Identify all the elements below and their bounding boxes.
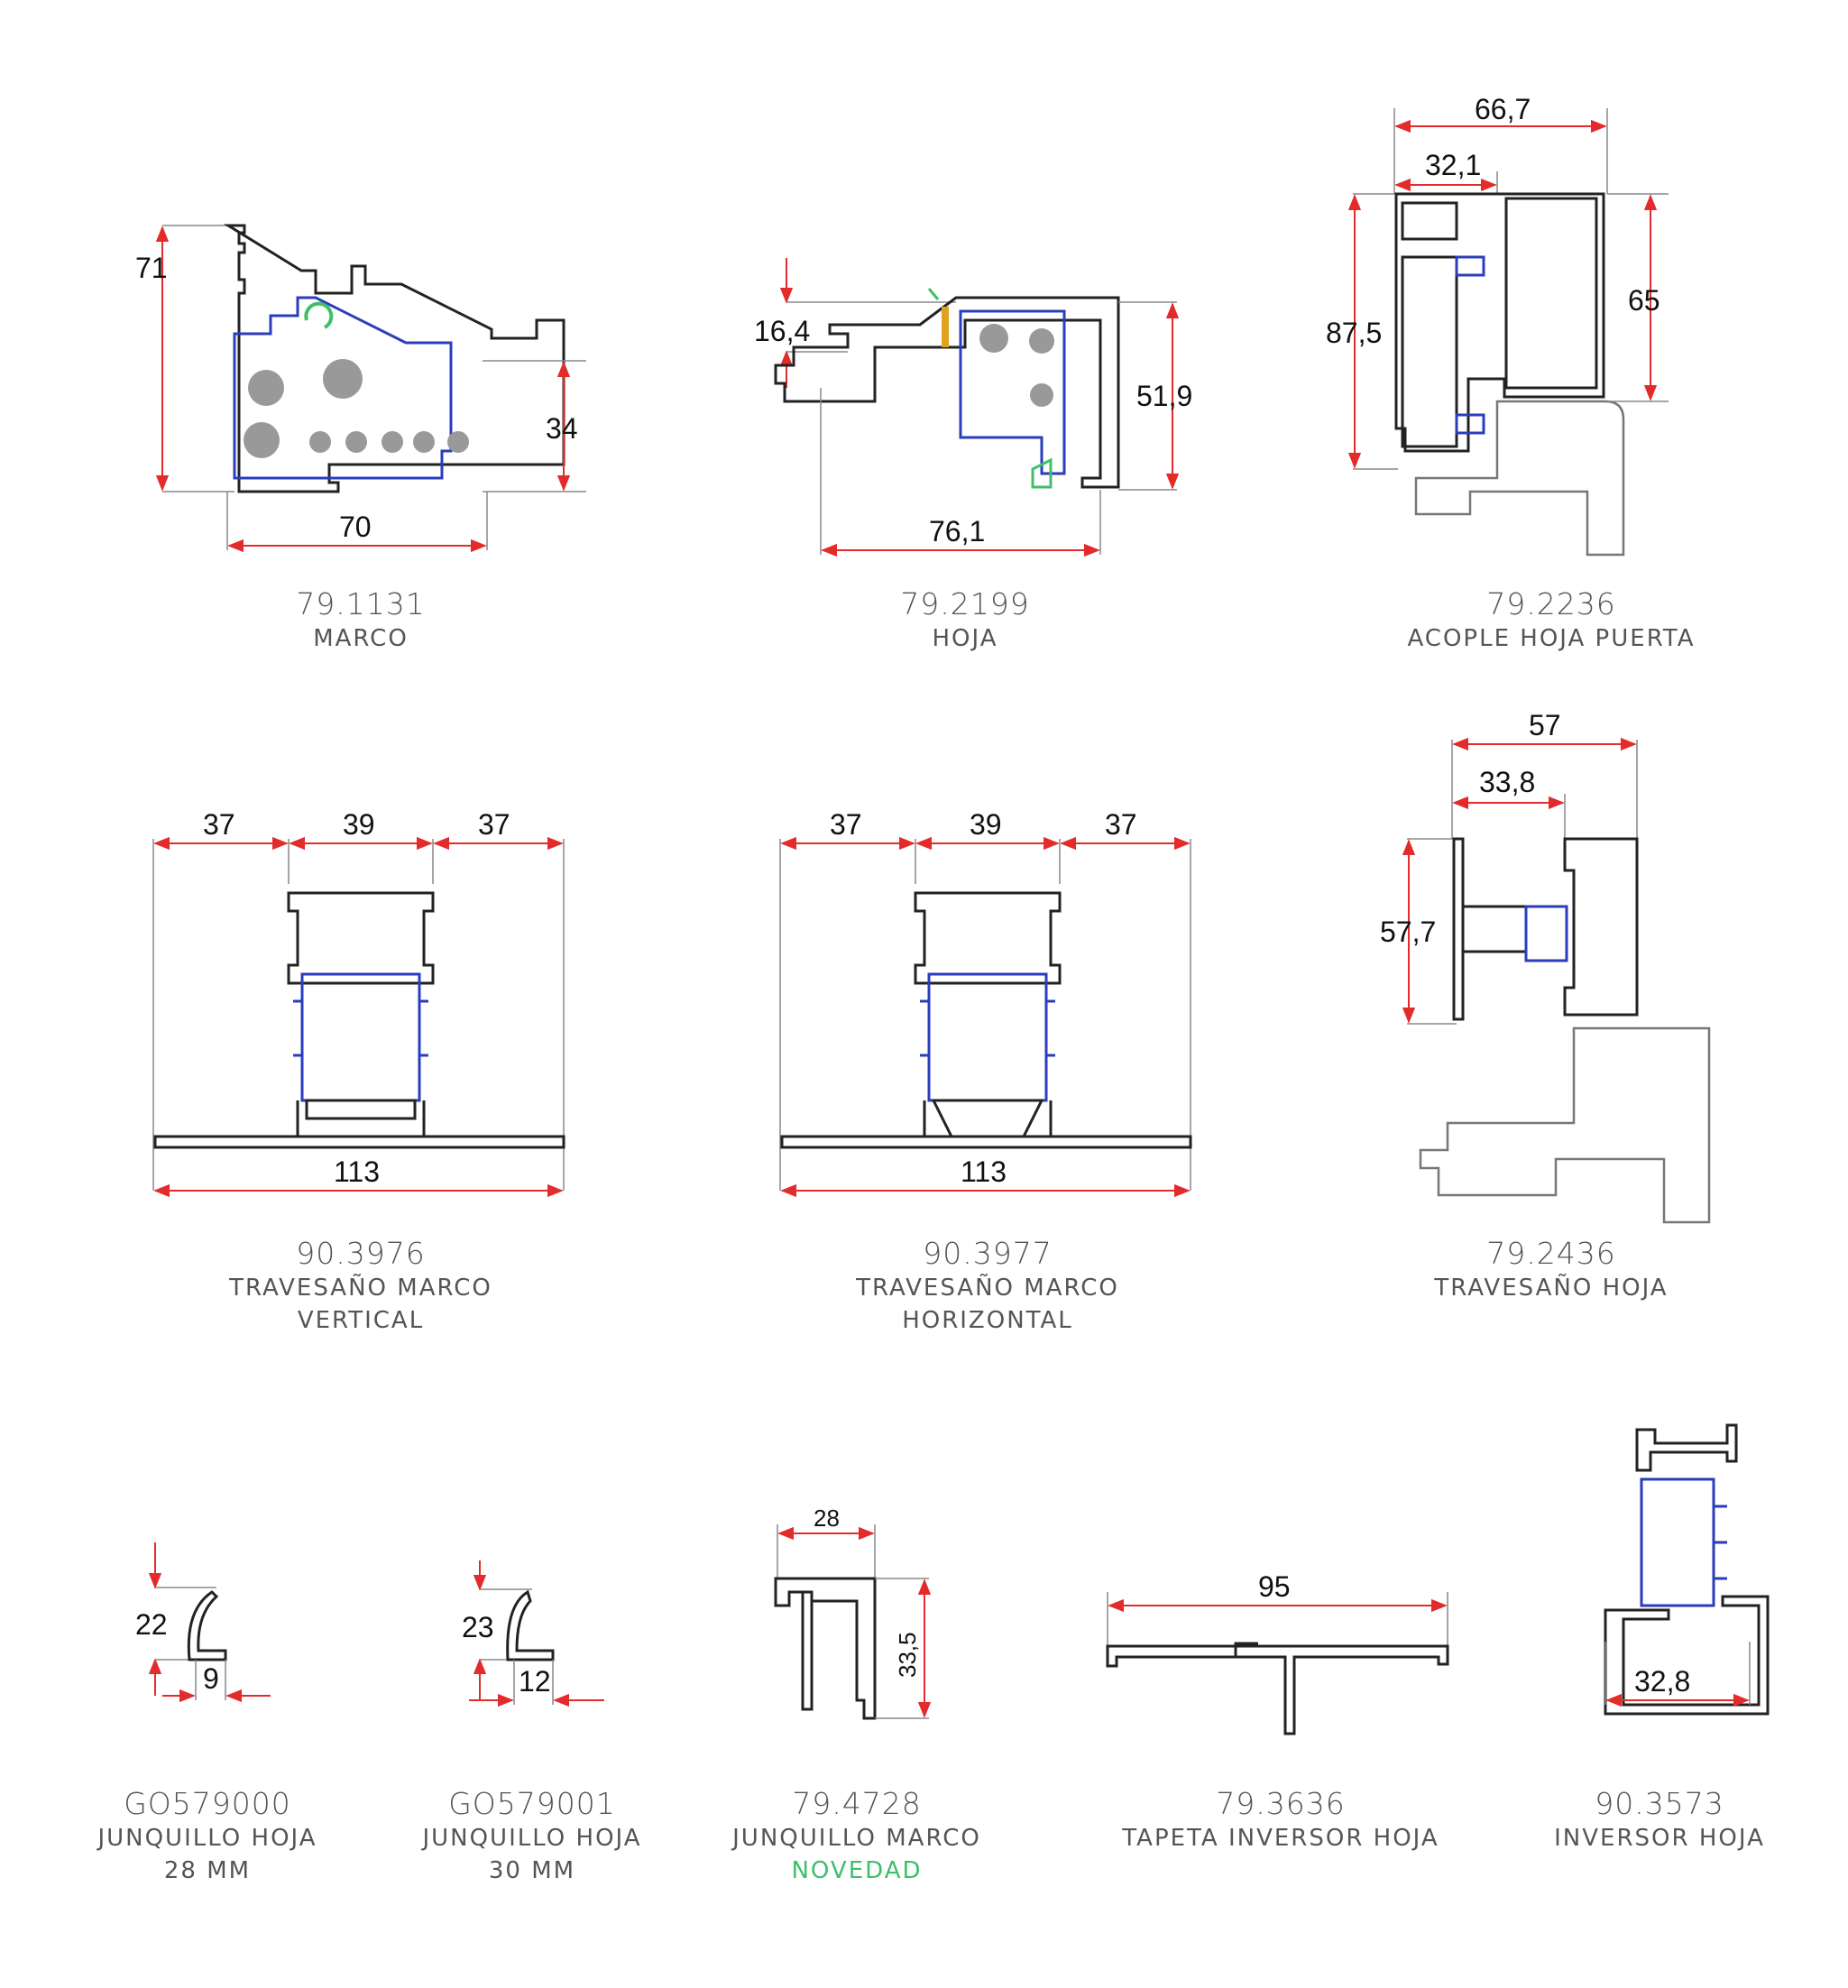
profile-tmh-drawing: 37 39 37 113 <box>779 808 1192 1198</box>
profile-code: GO579001 <box>448 1786 616 1821</box>
profile-tih-drawing: 95 <box>1106 1570 1449 1735</box>
caption-jm: 79.4728 JUNQUILLO MARCO NOVEDAD <box>713 1786 1001 1887</box>
profile-code: 79.2199 <box>900 586 1030 621</box>
profile-junquillo-hoja-30: 23 12 <box>451 1560 631 1723</box>
profile-jh28-drawing: 22 9 <box>135 1542 271 1703</box>
profile-code: 90.3573 <box>1595 1786 1724 1821</box>
profile-acople-hoja-puerta: 66,7 32,1 87,5 65 <box>1326 90 1741 577</box>
profile-code: 79.1131 <box>296 586 426 621</box>
profile-hoja-drawing: 16,4 51,9 76,1 <box>754 258 1192 557</box>
profile-code: 79.2436 <box>1486 1236 1616 1271</box>
caption-tmv: 90.3976 TRAVESAÑO MARCO VERTICAL <box>198 1236 523 1337</box>
profile-travesano-hoja: 57 33,8 57,7 <box>1371 704 1750 1224</box>
profile-code: GO579000 <box>124 1786 291 1821</box>
profile-name: INVERSOR HOJA <box>1554 1825 1765 1852</box>
dim-top: 66,7 <box>1475 93 1531 125</box>
profile-name: TRAVESAÑO MARCO <box>229 1275 492 1302</box>
caption-th: 79.2436 TRAVESAÑO HOJA <box>1389 1236 1714 1304</box>
caption-marco: 79.1131 MARCO <box>207 586 514 655</box>
dim-left: 87,5 <box>1326 317 1382 349</box>
dim-a: 37 <box>830 808 862 841</box>
caption-jh30: GO579001 JUNQUILLO HOJA 30 MM <box>397 1786 667 1887</box>
dim-top: 57 <box>1529 709 1561 741</box>
profile-jh30-drawing: 23 12 <box>462 1560 604 1707</box>
dim-c: 37 <box>478 808 510 841</box>
dim-right: 33,5 <box>894 1632 921 1678</box>
dim-top: 28 <box>814 1505 840 1532</box>
profile-name: TRAVESAÑO MARCO <box>856 1275 1119 1302</box>
dim-inner: 33,8 <box>1479 766 1535 798</box>
dim-b: 39 <box>970 808 1002 841</box>
dim-a: 37 <box>203 808 235 841</box>
caption-tih: 79.3636 TAPETA INVERSOR HOJA <box>1100 1786 1461 1855</box>
profile-marco: 71 34 70 <box>135 207 586 568</box>
dim-height: 71 <box>135 252 168 284</box>
dim-width: 32,8 <box>1634 1665 1690 1698</box>
novedad-badge: NOVEDAD <box>791 1857 923 1884</box>
profile-junquillo-marco: 28 33,5 <box>758 1505 956 1741</box>
dim-c: 37 <box>1105 808 1137 841</box>
dim-height: 22 <box>135 1608 168 1641</box>
profile-code: 79.4728 <box>792 1786 922 1821</box>
profile-name-2: VERTICAL <box>297 1307 425 1334</box>
profile-travesano-marco-vertical: 37 39 37 113 <box>135 794 586 1209</box>
profile-name-2: HORIZONTAL <box>902 1307 1073 1334</box>
profile-tapeta-inversor-hoja: 95 <box>1091 1551 1470 1735</box>
profile-junquillo-hoja-28: 22 9 <box>126 1533 307 1714</box>
profile-hoja: 16,4 51,9 76,1 <box>740 244 1209 568</box>
profile-ih-drawing: 32,8 <box>1604 1423 1770 1716</box>
profile-inversor-hoja: 32,8 <box>1569 1423 1786 1723</box>
profile-name: ACOPLE HOJA PUERTA <box>1407 625 1696 652</box>
profile-code: 79.3636 <box>1216 1786 1346 1821</box>
profile-name: JUNQUILLO HOJA <box>422 1825 642 1852</box>
caption-acople: 79.2236 ACOPLE HOJA PUERTA <box>1362 586 1741 655</box>
dim-inner: 32,1 <box>1425 149 1481 181</box>
dim-right: 65 <box>1628 284 1660 317</box>
profile-code: 90.3977 <box>923 1236 1053 1271</box>
profile-tmv-drawing: 37 39 37 113 <box>152 808 565 1198</box>
profile-name-2: 28 MM <box>163 1857 252 1884</box>
dim-left: 57,7 <box>1380 916 1436 948</box>
profile-code: 90.3976 <box>296 1236 426 1271</box>
profile-name: HOJA <box>932 625 998 652</box>
dim-width: 70 <box>339 511 372 543</box>
profile-acople-drawing: 66,7 32,1 87,5 65 <box>1326 93 1669 557</box>
dim-width: 12 <box>519 1665 551 1698</box>
dim-right: 51,9 <box>1136 380 1192 412</box>
profile-name: TRAVESAÑO HOJA <box>1434 1275 1669 1302</box>
profile-jm-drawing: 28 33,5 <box>774 1505 932 1720</box>
profile-name: JUNQUILLO MARCO <box>732 1825 981 1852</box>
profile-th-drawing: 57 33,8 57,7 <box>1380 709 1711 1224</box>
profile-code: 79.2236 <box>1486 586 1616 621</box>
caption-hoja: 79.2199 HOJA <box>812 586 1118 655</box>
dim-left: 16,4 <box>754 315 810 347</box>
caption-tmh: 90.3977 TRAVESAÑO MARCO HORIZONTAL <box>825 1236 1150 1337</box>
dim-right: 34 <box>546 412 578 445</box>
dim-b: 39 <box>343 808 375 841</box>
profile-name: MARCO <box>313 625 409 652</box>
dim-width: 9 <box>203 1662 219 1695</box>
caption-jh28: GO579000 JUNQUILLO HOJA 28 MM <box>72 1786 343 1887</box>
profile-name: JUNQUILLO HOJA <box>97 1825 317 1852</box>
dim-width: 113 <box>334 1155 380 1188</box>
profile-name-2: 30 MM <box>488 1857 576 1884</box>
caption-ih: 90.3573 INVERSOR HOJA <box>1524 1786 1795 1855</box>
dim-width: 113 <box>961 1155 1007 1188</box>
dim-width: 76,1 <box>929 515 985 548</box>
profile-name: TAPETA INVERSOR HOJA <box>1122 1825 1439 1852</box>
profile-marco-drawing: 71 34 70 <box>135 224 586 553</box>
profile-travesano-marco-horizontal: 37 39 37 113 <box>762 794 1213 1209</box>
dim-height: 23 <box>462 1611 494 1643</box>
dim-width: 95 <box>1258 1570 1291 1603</box>
